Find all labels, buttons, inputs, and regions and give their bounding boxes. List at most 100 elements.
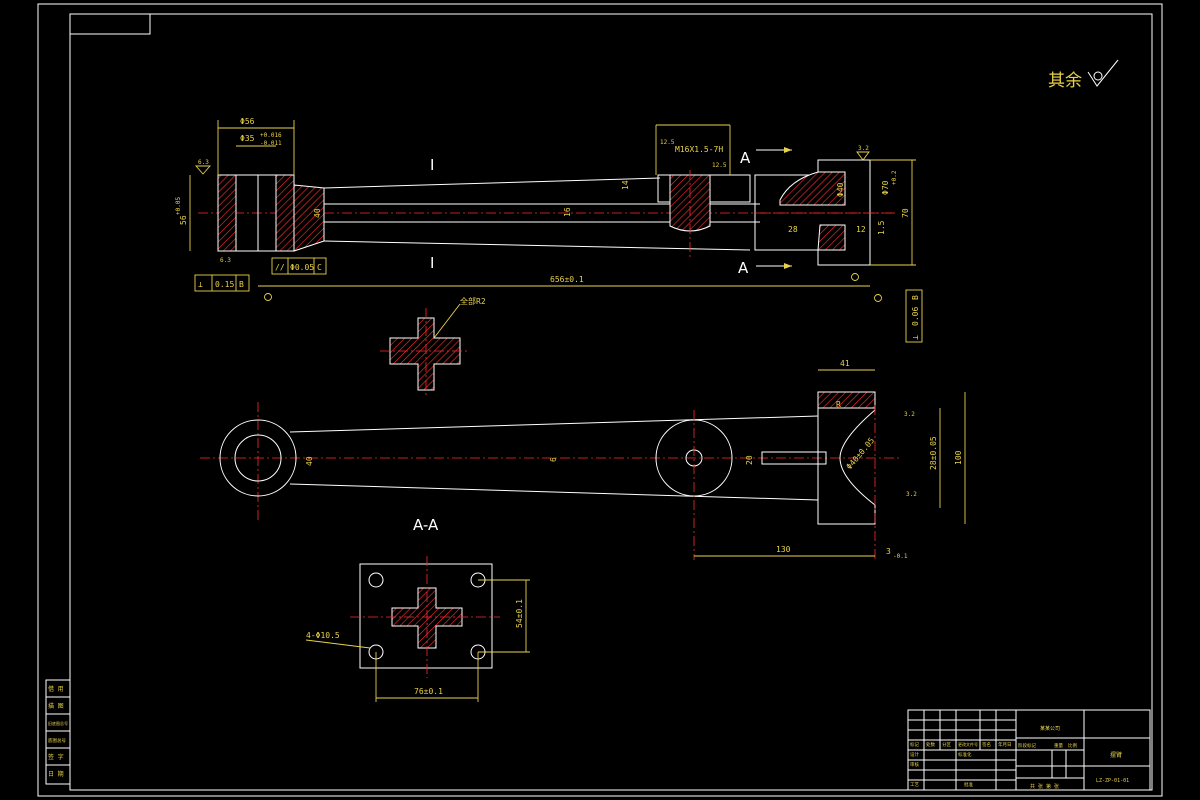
left-boss-hatch-2 <box>275 174 295 252</box>
tb-scale: 比例 <box>1068 742 1077 749</box>
section-a-a: A-A 54±0.1 76±0.1 4-Φ10.5 <box>305 516 530 702</box>
gdt-parallelism: // Φ0.05 C <box>271 257 327 275</box>
left-label-1: 借 用 <box>48 685 64 693</box>
plan-view: 41 R 40 6 20 Φ40±0.05 28±0.05 100 130 3 … <box>200 359 966 560</box>
flange-plate <box>359 563 493 669</box>
inner-border <box>69 13 1153 791</box>
right-end-hatch-top <box>779 171 846 206</box>
dim-3: 3 <box>886 547 891 556</box>
tb-weight: 重量 <box>1054 742 1063 749</box>
ra-mark-2: 6.3 <box>220 257 231 264</box>
ra-mark-4: 12.5 <box>712 162 727 169</box>
left-label-5: 签 字 <box>48 753 64 761</box>
datum-circle-3 <box>874 294 882 302</box>
dim-6: 6 <box>549 457 558 462</box>
tb-designer: 设计 <box>910 751 919 758</box>
chamfer-leader <box>433 303 461 339</box>
holes-leader <box>305 639 371 649</box>
dim-r40: Φ40±0.05 <box>845 436 877 471</box>
ra-mark-1: 6.3 <box>198 159 209 166</box>
tb-approver: 工艺 <box>910 782 919 788</box>
dim-holes: 4-Φ10.5 <box>306 631 340 640</box>
tb-row-4: 更改文件号 <box>958 741 978 747</box>
plan-slot <box>761 451 827 465</box>
left-label-6: 日 期 <box>48 770 64 778</box>
front-view: I I A A Φ56 Φ35 +0.016 -0.011 56 +0.05 4… <box>175 117 923 343</box>
right-end-hatch-bottom <box>817 224 846 251</box>
gdt-frame-3 <box>905 289 923 343</box>
cut-label-top: A <box>740 149 751 167</box>
tb-row-3: 分区 <box>942 741 951 748</box>
left-eye-outer <box>219 419 297 497</box>
tb-row-5: 签名 <box>982 741 991 748</box>
ra-triangle-5 <box>856 151 870 161</box>
dim-130: 130 <box>776 545 791 554</box>
dim-40-front: 40 <box>313 208 322 218</box>
dim-phi70: Φ70 <box>881 180 890 195</box>
roughness-check-icon <box>1087 59 1119 87</box>
gdt-para-ref: C <box>317 263 322 272</box>
gdt-flat-val: 0.06 <box>911 307 920 326</box>
gdt-frame-2 <box>271 257 327 275</box>
dim-28: 28 <box>788 225 798 234</box>
rest-label: 其余 <box>1048 71 1082 91</box>
dim-phi70-tol: +0.2 <box>891 170 898 185</box>
datum-circle-1 <box>264 293 272 301</box>
plan-jaw-hatch <box>817 391 876 409</box>
dim-m16: M16X1.5-7H <box>675 145 723 154</box>
chamfer-note: 全部R2 <box>460 296 486 306</box>
tb-std: 标准化 <box>958 751 972 758</box>
cross-profile-hatch <box>389 317 461 391</box>
dim-phi40: Φ40 <box>836 182 845 197</box>
arm-cross-section: 全部R2 <box>380 296 486 398</box>
left-label-4: 底图总号 <box>48 737 66 744</box>
gdt-perp-ref: B <box>239 280 244 289</box>
section-title: A-A <box>413 516 439 534</box>
dim-3-tol: -0.1 <box>893 553 908 560</box>
dim-28-plan: 28±0.05 <box>929 436 938 470</box>
dim-20: 20 <box>745 455 754 465</box>
gdt-frame-1 <box>194 274 250 292</box>
plan-right-jaw <box>817 404 876 525</box>
dim-54: 54±0.1 <box>515 599 524 628</box>
section-tick-bottom: I <box>430 254 434 272</box>
section-tick-top: I <box>430 156 434 174</box>
ra-mark-6: 3.2 <box>904 411 915 418</box>
gdt-perp-sym: ⊥ <box>198 280 203 289</box>
dim-d35-tol-upper: +0.016 <box>260 132 282 139</box>
bolt-hole-1 <box>368 572 384 588</box>
corner-box <box>69 13 151 35</box>
tb-row-1: 标记 <box>910 741 919 748</box>
dim-100: 100 <box>954 450 963 465</box>
datum-circle-2 <box>851 273 859 281</box>
arm-top-edge <box>323 177 661 189</box>
dim-70: 70 <box>901 208 910 218</box>
gdt-right: ⊥ 0.06 B <box>905 289 923 343</box>
gdt-para-sym: // <box>275 263 285 272</box>
dim-left-side-tol: +0.05 <box>175 197 182 215</box>
outer-border <box>37 3 1163 797</box>
gdt-flat-sym: ⊥ <box>911 335 920 340</box>
tb-row-6: 年月日 <box>998 741 1012 748</box>
tb-part-name: 摆臂 <box>1110 751 1122 759</box>
tb-sheet: 共 张 第 张 <box>1030 783 1059 790</box>
ra-triangle-1 <box>195 165 211 175</box>
left-eye-inner <box>234 434 282 482</box>
plan-arm-bottom <box>289 483 819 501</box>
tb-stage: 阶段标记 <box>1018 742 1036 749</box>
ra-mark-7: 3.2 <box>906 491 917 498</box>
dim-r: R <box>836 400 841 409</box>
dim-left-side: 56 <box>179 215 188 225</box>
roughness-circle-icon <box>1093 71 1103 81</box>
dim-16: 16 <box>563 207 572 217</box>
surface-roughness-note: 其余 <box>1048 59 1119 91</box>
left-record-column: 借 用 描 图 旧底图总号 底图总号 签 字 日 期 <box>45 679 71 785</box>
tb-company: 某某公司 <box>1040 726 1060 732</box>
gdt-perpendicularity: ⊥ 0.15 B <box>194 274 250 292</box>
gdt-para-val: Φ0.05 <box>290 263 314 272</box>
dim-d56: Φ56 <box>240 117 255 126</box>
dim-d35-tol-lower: -0.011 <box>260 140 282 147</box>
dim-76: 76±0.1 <box>414 687 443 696</box>
gdt-perp-val: 0.15 <box>215 280 234 289</box>
